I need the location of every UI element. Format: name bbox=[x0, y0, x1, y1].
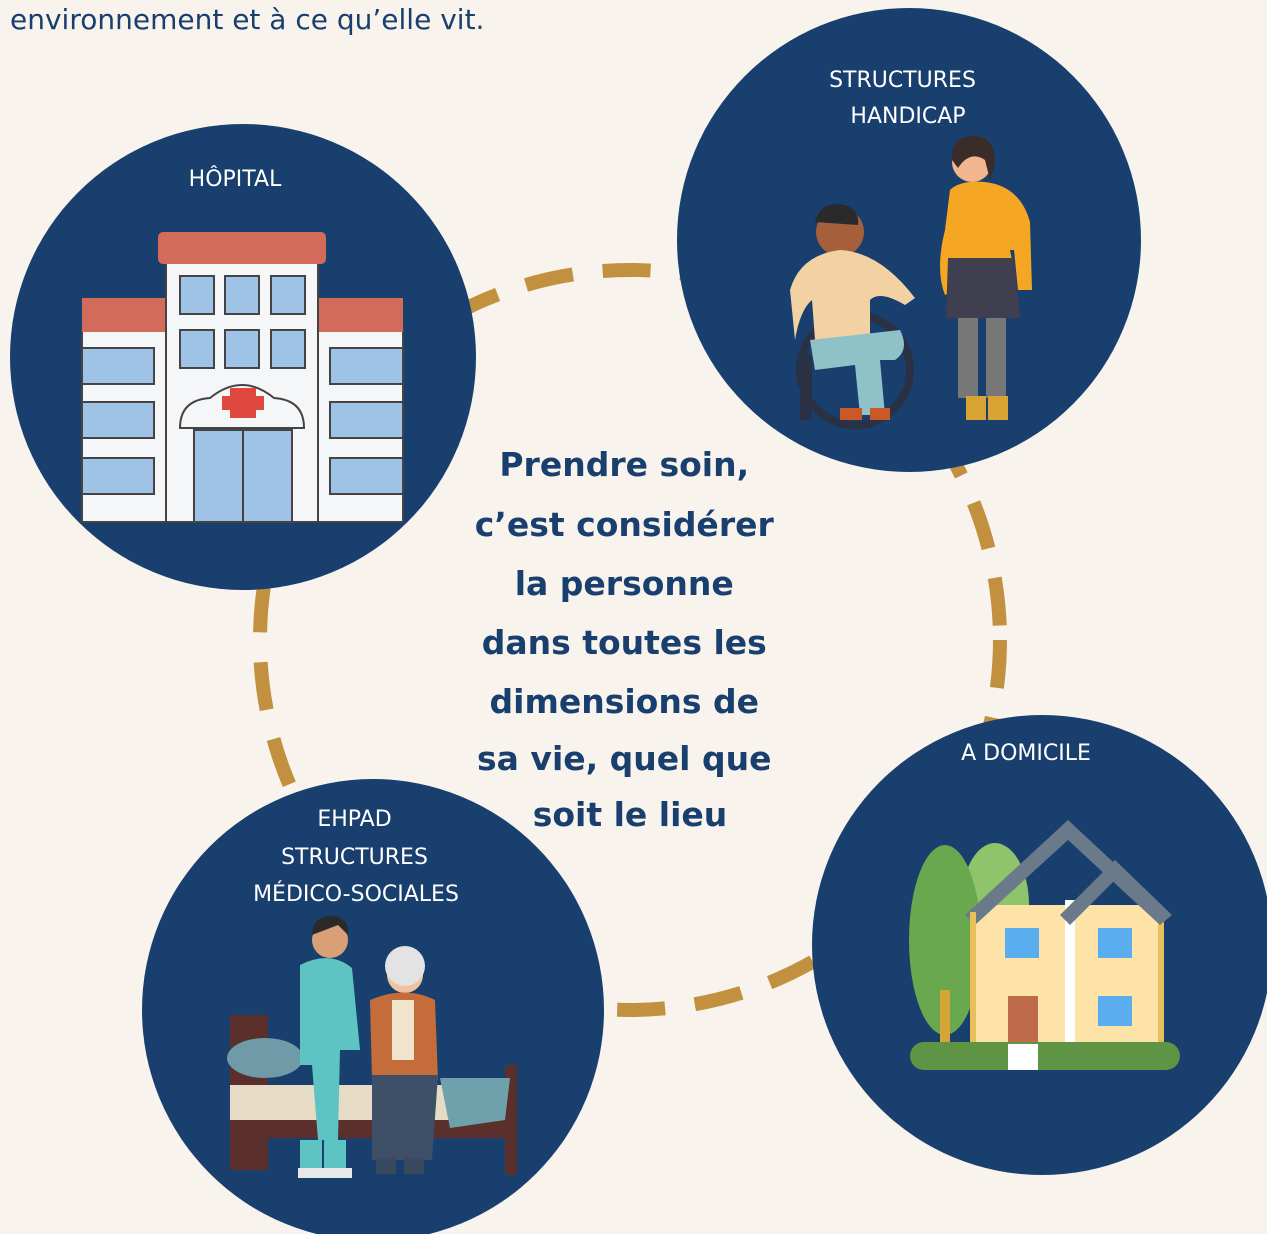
node-ehpad: EHPAD STRUCTURES MÉDICO-SOCIALES bbox=[142, 779, 604, 1234]
node-domicile: A DOMICILE bbox=[812, 715, 1267, 1175]
center-message: Prendre soin, c’est considérer la person… bbox=[475, 445, 786, 834]
dashed-ring bbox=[253, 263, 1007, 1017]
node-handicap: STRUCTURES HANDICAP bbox=[677, 8, 1141, 472]
node-domicile-label: A DOMICILE bbox=[961, 741, 1091, 766]
node-handicap-label: STRUCTURES HANDICAP bbox=[829, 68, 983, 129]
intro-text: environnement et à ce qu’elle vit. bbox=[10, 3, 485, 36]
nurse-elderly-icon bbox=[227, 916, 517, 1178]
node-handicap-circle bbox=[677, 8, 1141, 472]
house-icon bbox=[909, 820, 1180, 1070]
node-ehpad-label: EHPAD STRUCTURES MÉDICO-SOCIALES bbox=[253, 807, 459, 907]
node-hopital: HÔPITAL bbox=[10, 124, 476, 590]
node-hopital-label: HÔPITAL bbox=[189, 166, 282, 192]
wheelchair-companion-icon bbox=[790, 136, 1032, 429]
hospital-icon bbox=[81, 232, 404, 523]
